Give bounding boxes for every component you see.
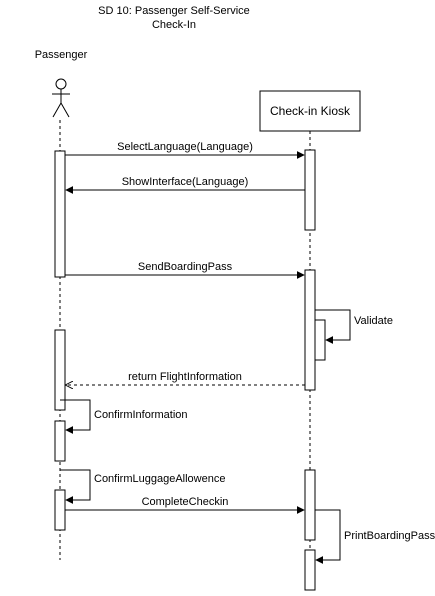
- message-label-return-flight-information: return FlightInformation: [128, 371, 242, 383]
- passenger-activation-1: [54, 150, 66, 278]
- kiosk-activation-4: [304, 549, 316, 591]
- message-arrow-confirm-information: [60, 399, 91, 434]
- actor-kiosk-label: Check-in Kiosk: [270, 104, 351, 118]
- message-label-print-boarding-pass: PrintBoardingPass: [344, 530, 435, 542]
- passenger-activation-3: [54, 420, 66, 462]
- diagram-title-line-1: SD 10: Passenger Self-Service: [98, 5, 250, 17]
- message-label-confirm-luggage-allowence: ConfirmLuggageAllowence: [94, 473, 225, 485]
- message-arrow-print-boarding-pass: [315, 509, 341, 564]
- message-label-select-language: SelectLanguage(Language): [117, 141, 253, 153]
- actor-passenger-label: Passenger: [35, 49, 88, 61]
- message-label-show-interface: ShowInterface(Language): [122, 176, 249, 188]
- actor-kiosk-box: [259, 90, 361, 132]
- kiosk-activation-1: [304, 149, 316, 231]
- message-label-complete-checkin: CompleteCheckin: [142, 496, 229, 508]
- message-arrow-validate: [315, 309, 351, 344]
- passenger-activation-4: [54, 489, 66, 531]
- passenger-activation-2: [54, 329, 66, 411]
- message-label-confirm-information: ConfirmInformation: [94, 409, 188, 421]
- diagram-title-line-2: Check-In: [152, 19, 196, 31]
- message-label-validate: Validate: [354, 315, 393, 327]
- passenger-stick-figure: [52, 78, 70, 118]
- message-arrow-confirm-luggage-allowence: [60, 469, 91, 504]
- kiosk-activation-nested: [314, 319, 326, 361]
- message-label-send-boarding-pass: SendBoardingPass: [138, 261, 233, 273]
- kiosk-activation-2: [304, 269, 316, 391]
- kiosk-activation-3: [304, 469, 316, 541]
